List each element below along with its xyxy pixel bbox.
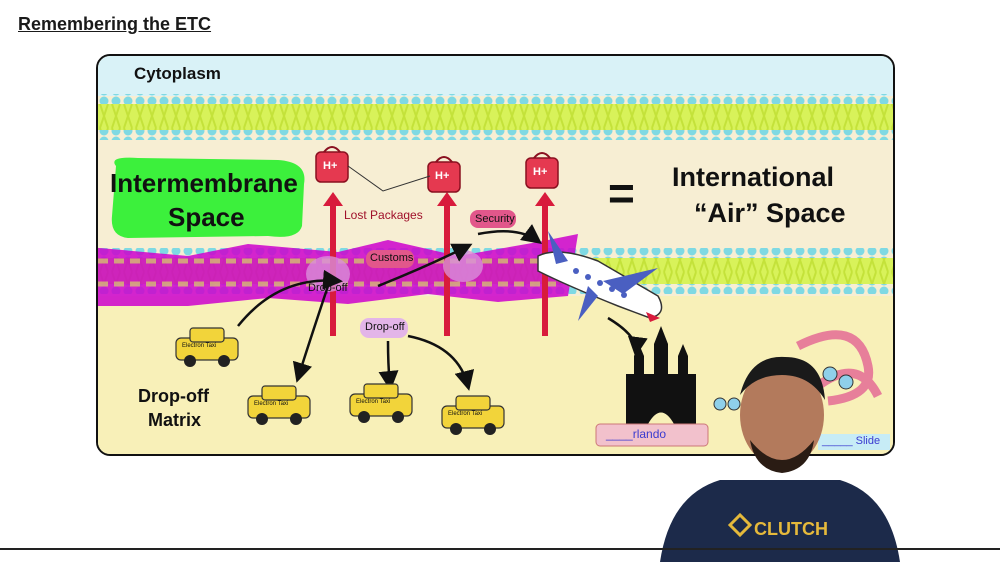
proton-label-1: H+ xyxy=(323,160,338,172)
taxi-label-1: Electron Taxi xyxy=(182,343,217,349)
castle-silhouette xyxy=(626,326,696,424)
slide-box xyxy=(818,434,890,450)
water-slide xyxy=(795,330,883,406)
matrix-label-line1: Drop-off xyxy=(138,386,209,406)
customs-label: Customs xyxy=(370,252,414,264)
taxi-label-2: Electron Taxi xyxy=(254,401,289,407)
presenter-silhouette xyxy=(660,356,900,562)
green-highlight xyxy=(111,157,305,238)
proton-label-2: H+ xyxy=(435,170,450,182)
security-label: Security xyxy=(475,213,515,225)
electron-taxis xyxy=(175,327,505,435)
electron-path-arrows xyxy=(237,224,648,391)
dropoff-left-label: Drop-off xyxy=(308,282,348,294)
bottom-divider xyxy=(0,548,1000,550)
international-label-line1: International xyxy=(672,162,835,192)
cytoplasm-label: Cytoplasm xyxy=(134,64,221,83)
orlando-label: ____rlando xyxy=(606,427,667,441)
taxi-label-4: Electron Taxi xyxy=(448,411,483,417)
intermembrane-label-line2: Space xyxy=(168,202,245,232)
outer-membrane xyxy=(98,94,893,140)
slide-label: _____ Slide xyxy=(822,435,881,447)
slide-riders xyxy=(713,366,854,411)
airplane-illustration xyxy=(537,231,663,322)
dropoff-center-label: Drop-off xyxy=(365,321,405,333)
matrix-label-line2: Matrix xyxy=(148,410,202,430)
international-label-line2: “Air” Space xyxy=(694,198,846,228)
proton-label-3: H+ xyxy=(533,166,548,178)
proton-suitcases xyxy=(315,146,559,193)
equals-sign: = xyxy=(608,167,635,219)
presenter-video: CLUTCH xyxy=(660,345,900,562)
shirt-logo: CLUTCH xyxy=(754,519,828,539)
orlando-box xyxy=(595,423,709,447)
intermembrane-label-line1: Intermembrane xyxy=(110,168,298,198)
taxi-label-3: Electron Taxi xyxy=(356,399,391,405)
page-title: Remembering the ETC xyxy=(18,14,212,34)
cytoplasm-region xyxy=(98,56,893,96)
lost-packages-label: Lost Packages xyxy=(344,208,423,222)
